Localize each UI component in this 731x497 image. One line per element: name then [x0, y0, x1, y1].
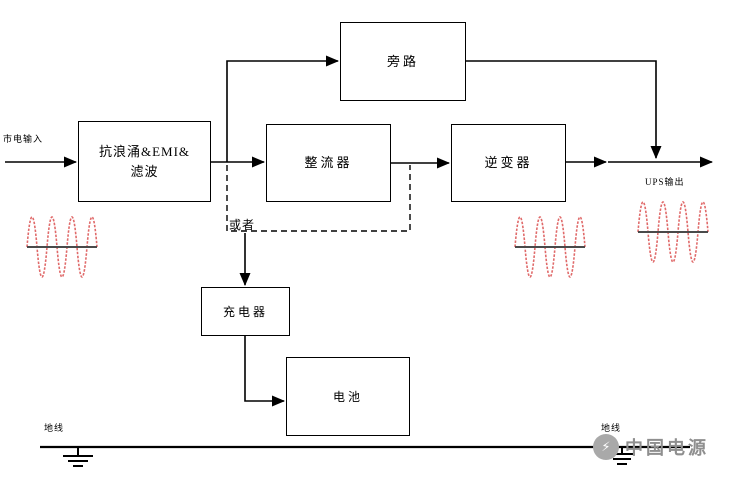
bypass-box: 旁路 [340, 22, 466, 101]
brand-watermark-text: 中国电源 [625, 438, 709, 458]
inverter-label: 逆变器 [484, 155, 533, 171]
battery-box: 电池 [286, 357, 410, 436]
rectifier-box: 整流器 [266, 124, 391, 202]
or-dashed-path [226, 165, 411, 232]
bypass-label: 旁路 [386, 53, 419, 69]
surge-emi-filter-label-line1: 抗浪涌&EMI& [98, 144, 191, 159]
ups-output-label: UPS输出 [645, 177, 685, 187]
sine-wave-output-icon [637, 201, 709, 263]
inverter-box: 逆变器 [451, 124, 566, 202]
or-label: 或者 [229, 218, 256, 232]
surge-emi-filter-box: 抗浪涌&EMI& 滤波 [78, 121, 211, 202]
battery-label: 电池 [332, 389, 363, 404]
brand-logo-icon: ⚡ [593, 434, 619, 460]
brand-watermark: ⚡ 中国电源 [593, 434, 709, 460]
bypass-branch-arrow [226, 55, 339, 162]
mains-input-label: 市电输入 [3, 134, 44, 144]
sine-wave-input-icon [26, 216, 98, 278]
charger-box: 充电器 [201, 287, 290, 336]
sine-wave-inverter-icon [514, 216, 586, 278]
battery-feed-arrow [244, 336, 285, 407]
bypass-return-arrow [466, 60, 662, 159]
ground-label-right: 地线 [601, 423, 622, 433]
charger-label: 充电器 [222, 304, 268, 319]
ground-label-left: 地线 [44, 423, 65, 433]
surge-emi-filter-label-line2: 滤波 [130, 163, 159, 179]
rectifier-label: 整流器 [304, 155, 353, 171]
earth-ground-icon-left [63, 447, 93, 467]
